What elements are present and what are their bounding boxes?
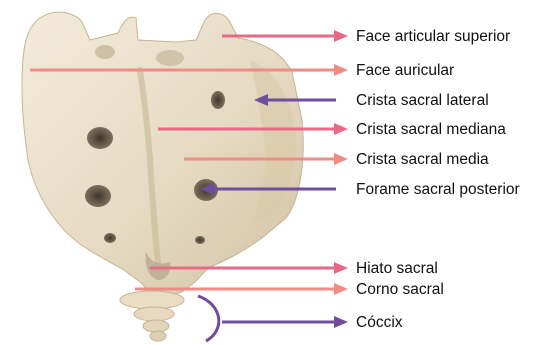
- coccyx-segment-2: [134, 307, 174, 321]
- superior-notch-left: [95, 45, 115, 59]
- label-face-auricular: Face auricular: [356, 62, 454, 79]
- coccyx-segment-4: [150, 331, 166, 341]
- labels: Face articular superior Face auricular C…: [356, 28, 520, 331]
- label-forame-sacral-posterior: Forame sacral posterior: [356, 181, 520, 198]
- foramen-right-lower: [195, 236, 205, 244]
- sacrum-bone: [22, 12, 303, 341]
- foramen-left-upper: [87, 127, 113, 149]
- foramen-left-lower: [104, 233, 116, 243]
- coccyx: [120, 291, 184, 341]
- coccyx-segment-3: [143, 320, 169, 332]
- foramen-left-middle: [85, 185, 111, 207]
- label-crista-sacral-lateral: Crista sacral lateral: [356, 92, 489, 109]
- label-face-articular-superior: Face articular superior: [356, 28, 510, 45]
- label-corno-sacral: Corno sacral: [356, 281, 444, 298]
- bracket-coccix: [198, 296, 348, 341]
- label-crista-sacral-mediana: Crista sacral mediana: [356, 121, 506, 138]
- label-hiato-sacral: Hiato sacral: [356, 260, 438, 277]
- superior-notch-right: [156, 50, 184, 66]
- foramen-right-upper: [211, 91, 225, 109]
- label-coccix: Cóccix: [356, 314, 403, 331]
- label-crista-sacral-media: Crista sacral media: [356, 151, 489, 168]
- coccyx-segment-1: [120, 291, 184, 309]
